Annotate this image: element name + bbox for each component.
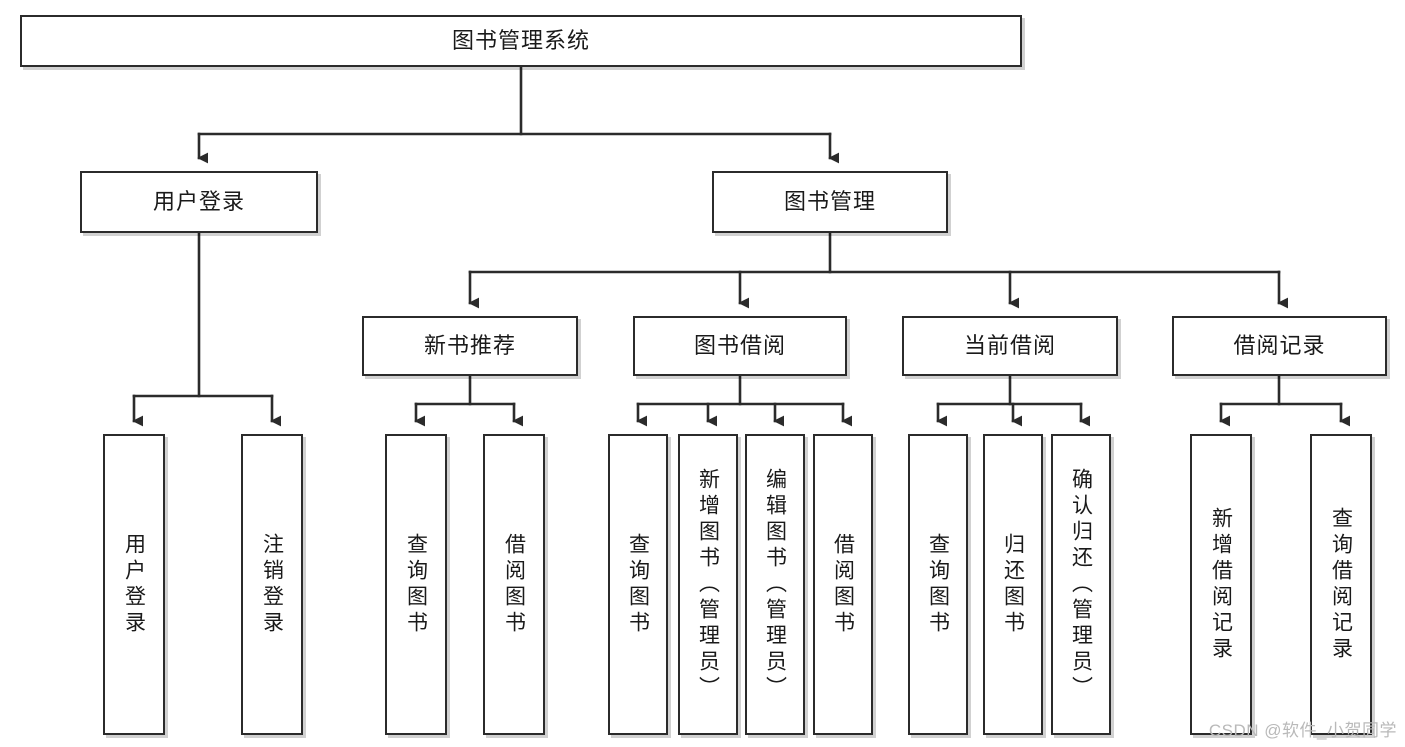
- leaf-rec-query-book[interactable]: 查询图书: [385, 434, 447, 735]
- leaf-br-query-record-label: 查询借阅记录: [1329, 506, 1353, 663]
- leaf-rec-borrow-book[interactable]: 借阅图书: [483, 434, 545, 735]
- leaf-br-add-record-label: 新增借阅记录: [1209, 506, 1233, 663]
- leaf-cb-query-book-label: 查询图书: [926, 532, 950, 637]
- node-new-book-recommend-label: 新书推荐: [423, 333, 516, 358]
- leaf-bb-borrow-book-label: 借阅图书: [831, 532, 855, 637]
- leaf-cb-confirm-return[interactable]: 确认归还（管理员）: [1051, 434, 1111, 735]
- node-book-borrow[interactable]: 图书借阅: [633, 316, 847, 376]
- node-current-borrow-label: 当前借阅: [963, 333, 1056, 358]
- leaf-bb-add-book[interactable]: 新增图书（管理员）: [678, 434, 738, 735]
- leaf-bb-edit-book[interactable]: 编辑图书（管理员）: [745, 434, 805, 735]
- node-current-borrow[interactable]: 当前借阅: [902, 316, 1118, 376]
- leaf-cb-query-book[interactable]: 查询图书: [908, 434, 968, 735]
- leaf-user-login-label: 用户登录: [122, 532, 146, 637]
- node-book-borrow-label: 图书借阅: [693, 333, 786, 358]
- leaf-bb-borrow-book[interactable]: 借阅图书: [813, 434, 873, 735]
- leaf-cb-confirm-return-label: 确认归还（管理员）: [1069, 467, 1093, 702]
- leaf-bb-add-book-label: 新增图书（管理员）: [696, 467, 720, 702]
- watermark: CSDN @软件_小贺同学: [1208, 721, 1397, 740]
- leaf-br-add-record[interactable]: 新增借阅记录: [1190, 434, 1252, 735]
- leaf-cb-return-book-label: 归还图书: [1001, 532, 1025, 637]
- node-root-label: 图书管理系统: [451, 28, 590, 53]
- node-root[interactable]: 图书管理系统: [20, 15, 1022, 67]
- leaf-bb-edit-book-label: 编辑图书（管理员）: [763, 467, 787, 702]
- leaf-rec-query-book-label: 查询图书: [404, 532, 428, 637]
- node-borrow-record-label: 借阅记录: [1233, 333, 1326, 358]
- leaf-user-logout-label: 注销登录: [260, 532, 284, 637]
- leaf-rec-borrow-book-label: 借阅图书: [502, 532, 526, 637]
- leaf-cb-return-book[interactable]: 归还图书: [983, 434, 1043, 735]
- node-borrow-record[interactable]: 借阅记录: [1172, 316, 1387, 376]
- node-user-login[interactable]: 用户登录: [80, 171, 318, 233]
- node-book-manage-label: 图书管理: [783, 189, 876, 214]
- node-new-book-recommend[interactable]: 新书推荐: [362, 316, 578, 376]
- leaf-user-login[interactable]: 用户登录: [103, 434, 165, 735]
- leaf-bb-query-book[interactable]: 查询图书: [608, 434, 668, 735]
- node-user-login-label: 用户登录: [152, 189, 245, 214]
- node-book-manage[interactable]: 图书管理: [712, 171, 948, 233]
- leaf-bb-query-book-label: 查询图书: [626, 532, 650, 637]
- leaf-user-logout[interactable]: 注销登录: [241, 434, 303, 735]
- leaf-br-query-record[interactable]: 查询借阅记录: [1310, 434, 1372, 735]
